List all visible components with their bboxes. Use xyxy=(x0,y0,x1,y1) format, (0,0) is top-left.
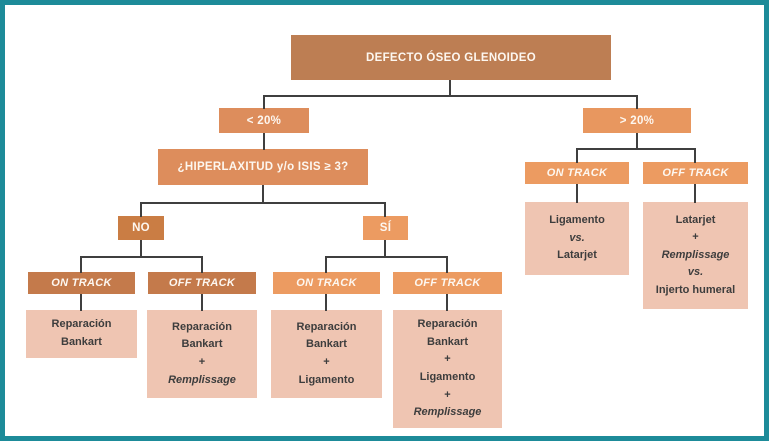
connector xyxy=(636,95,638,109)
connector xyxy=(80,294,82,311)
connector xyxy=(263,133,265,150)
connector xyxy=(201,256,203,273)
connector xyxy=(201,294,203,311)
node-on-track-si: ON TRACK xyxy=(273,272,380,294)
connector xyxy=(263,95,638,97)
connector xyxy=(80,256,203,258)
node-less-than-20pct: < 20% xyxy=(219,108,309,133)
connector xyxy=(446,294,448,311)
node-off-track-no: OFF TRACK xyxy=(148,272,256,294)
node-on-track-no: ON TRACK xyxy=(28,272,135,294)
connector xyxy=(325,294,327,311)
node-greater-than-20pct: > 20% xyxy=(583,108,691,133)
connector xyxy=(262,185,264,203)
node-on-track-right: ON TRACK xyxy=(525,162,629,184)
connector xyxy=(140,202,386,204)
connector xyxy=(694,148,696,163)
node-no: NO xyxy=(118,216,164,240)
connector xyxy=(80,256,82,273)
connector xyxy=(636,133,638,149)
node-defecto-oseo-glenoideo: DEFECTO ÓSEO GLENOIDEO xyxy=(291,35,611,80)
node-hiperlaxitud-isis: ¿HIPERLAXITUD y/o ISIS ≥ 3? xyxy=(158,149,368,185)
connector xyxy=(694,184,696,203)
node-off-track-si: OFF TRACK xyxy=(393,272,502,294)
connector xyxy=(384,240,386,257)
connector xyxy=(576,184,578,203)
connector xyxy=(325,256,327,273)
node-si: SÍ xyxy=(363,216,408,240)
node-off-track-right: OFF TRACK xyxy=(643,162,748,184)
connector xyxy=(576,148,578,163)
connector xyxy=(446,256,448,273)
connector xyxy=(263,95,265,109)
connector xyxy=(449,80,451,96)
connector xyxy=(325,256,448,258)
connector xyxy=(140,202,142,217)
connector xyxy=(384,202,386,217)
connector xyxy=(140,240,142,257)
connector xyxy=(576,148,696,150)
